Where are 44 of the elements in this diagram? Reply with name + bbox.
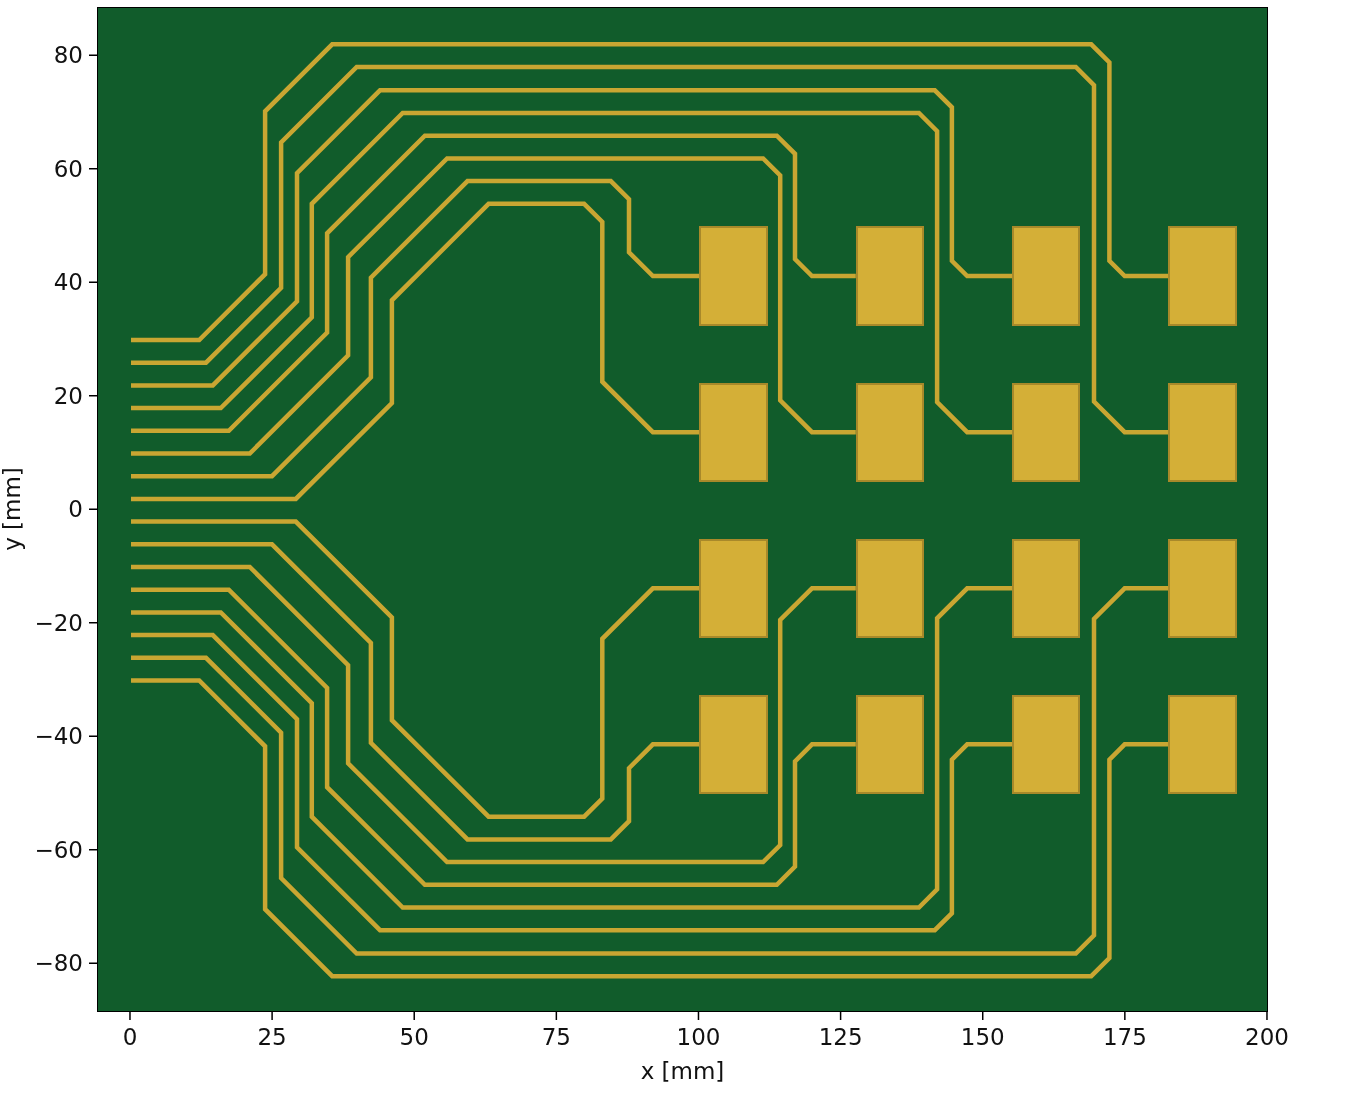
contact-pad <box>855 538 924 638</box>
tick-label: −20 <box>34 611 83 635</box>
contact-pad <box>1168 538 1237 638</box>
tick-label: 0 <box>68 497 83 521</box>
contact-pad <box>699 538 768 638</box>
tick-label: 200 <box>1245 1026 1289 1049</box>
tick-label: 125 <box>818 1026 863 1049</box>
tick-label: 40 <box>53 270 83 294</box>
contact-pad <box>699 694 768 794</box>
axis-label: x [mm] <box>640 1060 725 1083</box>
circuit-trace <box>131 110 1013 435</box>
circuit-trace <box>131 586 1013 910</box>
tick-label: 150 <box>960 1026 1005 1049</box>
tick-label: −80 <box>34 951 83 975</box>
contact-pad <box>855 694 924 794</box>
tick-label: 50 <box>399 1026 429 1049</box>
tick-label: 20 <box>53 384 83 408</box>
tick-label: 75 <box>541 1026 571 1049</box>
contact-pad <box>1168 226 1237 326</box>
contact-pad <box>1012 226 1081 326</box>
tick-label: 175 <box>1102 1026 1147 1049</box>
tick-label: −60 <box>34 838 83 862</box>
tick-label: 0 <box>122 1026 138 1049</box>
contact-pad <box>1168 382 1237 482</box>
tick-label: 60 <box>53 157 83 181</box>
circuit-trace <box>131 586 1169 956</box>
axis-label: y [mm] <box>0 467 24 552</box>
contact-pad <box>855 226 924 326</box>
tick-label: −40 <box>34 724 83 748</box>
tick-label: 25 <box>257 1026 287 1049</box>
contact-pad <box>699 226 768 326</box>
contact-pad <box>1012 382 1081 482</box>
circuit-trace <box>131 88 1013 388</box>
contact-pad <box>1012 538 1081 638</box>
circuit-trace <box>131 678 1169 979</box>
contact-pad <box>699 382 768 482</box>
circuit-trace <box>131 42 1169 343</box>
circuit-trace <box>131 64 1169 435</box>
circuit-trace <box>131 632 1013 933</box>
contact-pad <box>1012 694 1081 794</box>
contact-pad <box>1168 694 1237 794</box>
tick-label: 100 <box>676 1026 721 1049</box>
tick-label: 80 <box>53 43 83 67</box>
contact-pad <box>855 382 924 482</box>
